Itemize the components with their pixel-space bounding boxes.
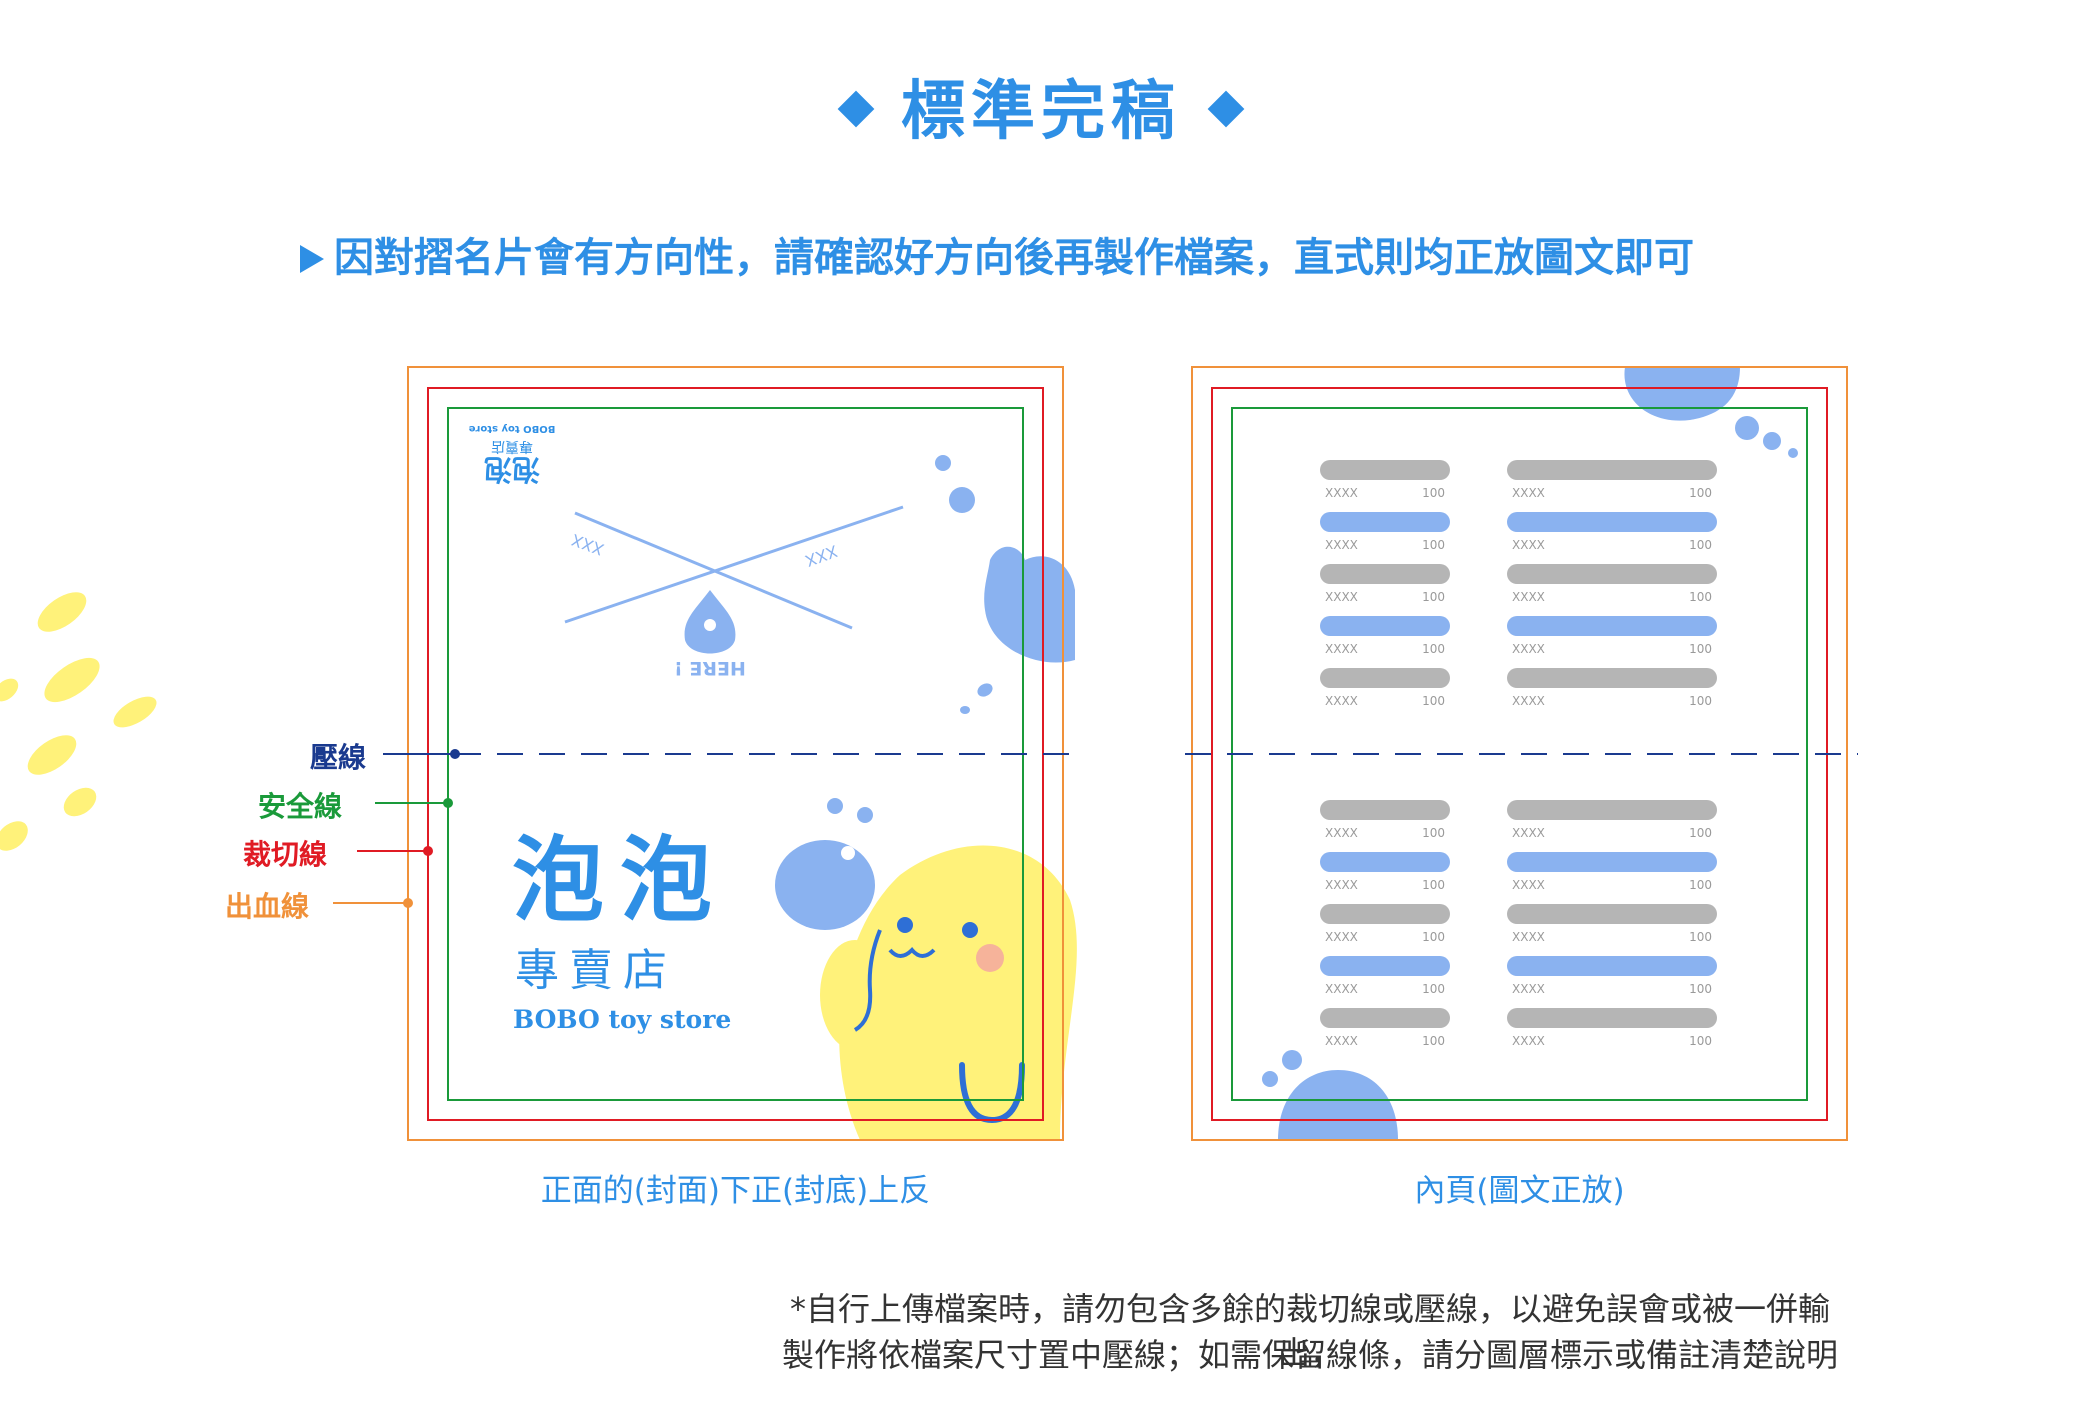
decorative-yellow-strokes: [0, 592, 157, 851]
menu-item-bar: [1507, 564, 1717, 584]
menu-item-text: XXXX: [1325, 878, 1358, 892]
map-sketch: [564, 505, 904, 630]
menu-item-text: XXXX: [1512, 878, 1545, 892]
menu-item-bar: [1507, 668, 1717, 688]
menu-item-text: XXXX: [1512, 1034, 1545, 1048]
menu-item-price: 100: [1689, 878, 1712, 892]
menu-item-text: XXXX: [1512, 930, 1545, 944]
menu-item-text: XXXX: [1325, 590, 1358, 604]
legend-fold-label: 壓線: [310, 741, 367, 774]
menu-item-bar: [1507, 1008, 1717, 1028]
menu-item-text: XXXX: [1325, 826, 1358, 840]
play-triangle-icon: [300, 245, 324, 273]
menu-item-price: 100: [1689, 1034, 1712, 1048]
page-title: 標準完稿: [0, 60, 2082, 152]
instruction-subtitle: 因對摺名片會有方向性，請確認好方向後再製作檔案，直式則均正放圖文即可: [300, 225, 1694, 283]
menu-item-price: 100: [1689, 826, 1712, 840]
svg-text:專賣店: 專賣店: [491, 438, 533, 454]
menu-item-text: XXXX: [1325, 930, 1358, 944]
menu-item-text: XXXX: [1325, 538, 1358, 552]
menu-item-text: XXXX: [1325, 642, 1358, 656]
menu-item-text: XXXX: [1512, 538, 1545, 552]
menu-item-price: 100: [1422, 694, 1445, 708]
map-marker-label: HERE !: [674, 657, 746, 679]
menu-item-text: XXXX: [1512, 642, 1545, 656]
menu-item-text: XXXX: [1512, 694, 1545, 708]
menu-item-price: 100: [1422, 930, 1445, 944]
menu-item-bar: [1320, 564, 1450, 584]
inner-bubbles: [1262, 367, 1798, 1140]
map-road-label-left: XXX: [569, 530, 606, 559]
menu-item-bar: [1320, 852, 1450, 872]
menu-item-bar: [1507, 800, 1717, 820]
map-pin-icon: [684, 590, 736, 654]
back-cover-logo: 泡泡 專賣店 BOBO toy store: [468, 423, 555, 486]
menu-item-price: 100: [1422, 642, 1445, 656]
menu-item-text: XXXX: [1512, 826, 1545, 840]
page-title-text: 標準完稿: [901, 75, 1181, 149]
menu-item-price: 100: [1422, 1034, 1445, 1048]
menu-item-price: 100: [1689, 642, 1712, 656]
legend-bleed-label: 出血線: [225, 890, 310, 923]
menu-item-price: 100: [1689, 982, 1712, 996]
menu-item-text: XXXX: [1325, 486, 1358, 500]
menu-item-price: 100: [1422, 486, 1445, 500]
menu-item-price: 100: [1422, 826, 1445, 840]
map-road-label-right: XXX: [803, 541, 840, 570]
menu-item-bar: [1320, 512, 1450, 532]
menu-item-text: XXXX: [1512, 590, 1545, 604]
logo-en-text: BOBO toy store: [513, 1005, 731, 1034]
menu-item-price: 100: [1422, 590, 1445, 604]
menu-item-price: 100: [1689, 930, 1712, 944]
logo-big-text: 泡泡: [512, 827, 728, 934]
menu-item-text: XXXX: [1325, 1034, 1358, 1048]
menu-item-text: XXXX: [1512, 982, 1545, 996]
menu-item-text: XXXX: [1325, 982, 1358, 996]
svg-text:BOBO toy store: BOBO toy store: [468, 423, 555, 434]
instruction-text: 因對摺名片會有方向性，請確認好方向後再製作檔案，直式則均正放圖文即可: [334, 235, 1694, 281]
menu-item-text: XXXX: [1325, 694, 1358, 708]
menu-item-bar: [1320, 460, 1450, 480]
menu-item-price: 100: [1422, 982, 1445, 996]
menu-item-bar: [1507, 616, 1717, 636]
legend-safe-label: 安全線: [258, 790, 343, 823]
duck-illustration: [820, 845, 1077, 1140]
menu-item-price: 100: [1422, 878, 1445, 892]
menu-item-bar: [1320, 800, 1450, 820]
menu-item-bar: [1320, 1008, 1450, 1028]
note-line-2: 製作將依檔案尺寸置中壓線；如需保留線條，請分圖層標示或備註清楚說明: [781, 1336, 1838, 1374]
legend-leaders: [333, 749, 460, 908]
inner-panel-label: 內頁(圖文正放): [1414, 1173, 1625, 1209]
menu-item-bar: [1320, 668, 1450, 688]
menu-item-bar: [1320, 904, 1450, 924]
menu-item-price: 100: [1689, 486, 1712, 500]
menu-item-price: 100: [1689, 590, 1712, 604]
menu-item-text: XXXX: [1512, 486, 1545, 500]
note-line-1: *自行上傳檔案時，請勿包含多餘的裁切線或壓線，以避免誤會或被一併輸出，: [789, 1290, 1830, 1372]
menu-item-bar: [1507, 852, 1717, 872]
menu-item-bar: [1507, 956, 1717, 976]
menu-item-price: 100: [1689, 538, 1712, 552]
menu-item-bar: [1320, 956, 1450, 976]
front-panel-label: 正面的(封面)下正(封底)上反: [540, 1173, 931, 1209]
menu-item-bar: [1507, 512, 1717, 532]
logo-sub-text: 專賣店: [515, 945, 677, 996]
legend-trim-label: 裁切線: [243, 838, 328, 871]
bubble-illustration: [775, 455, 1075, 930]
svg-text:泡泡: 泡泡: [484, 453, 540, 486]
menu-item-bar: [1507, 904, 1717, 924]
menu-item-price: 100: [1689, 694, 1712, 708]
menu-item-price: 100: [1422, 538, 1445, 552]
menu-item-bar: [1507, 460, 1717, 480]
menu-item-bar: [1320, 616, 1450, 636]
